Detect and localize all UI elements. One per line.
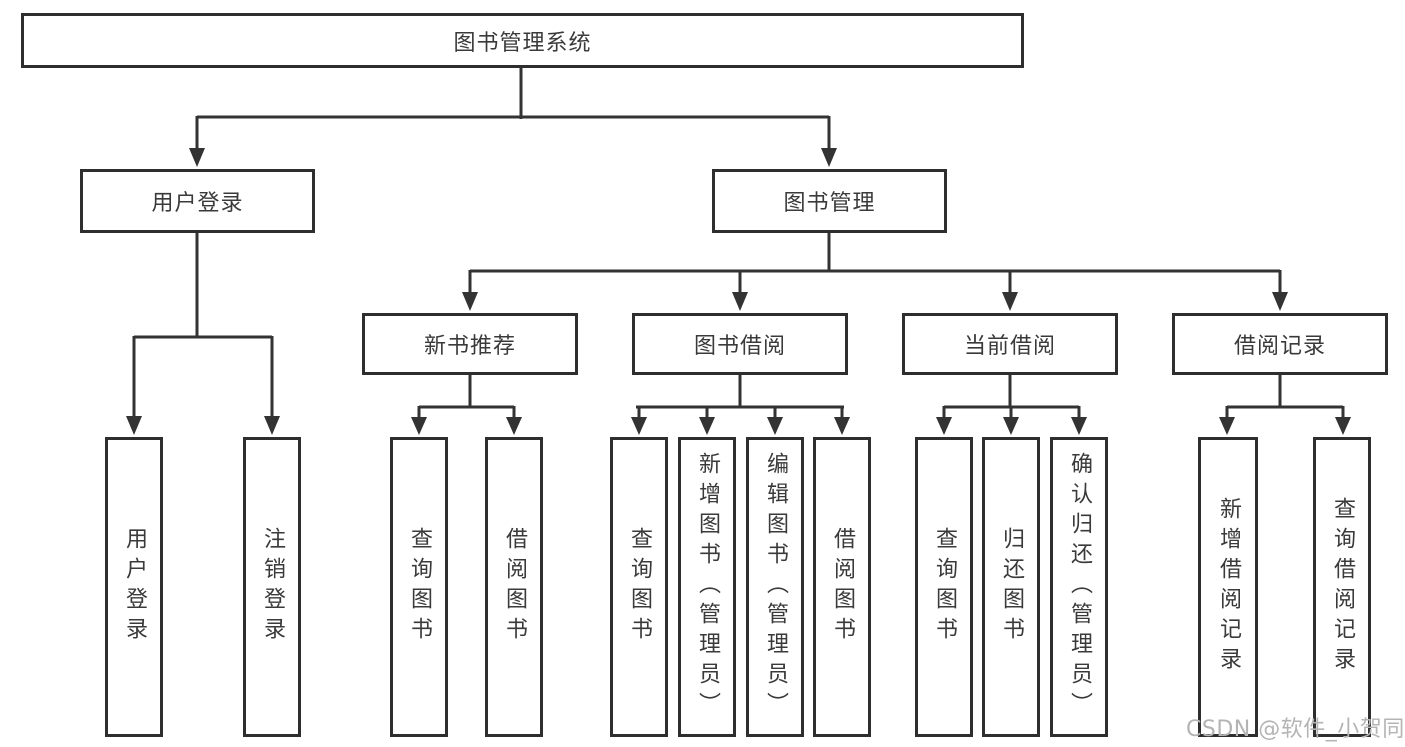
leaf-add-books-admin-label: 新增图书（管理员） bbox=[695, 452, 720, 722]
leaf-query-borrow-record: 查询借阅记录 bbox=[1313, 437, 1371, 737]
leaf-edit-books-admin: 编辑图书（管理员） bbox=[746, 437, 804, 737]
leaf-query-books-current-label: 查询图书 bbox=[932, 527, 957, 647]
connector-borrowrecords-to-leaves bbox=[1219, 375, 1351, 435]
connector-root-to-level2 bbox=[189, 68, 837, 167]
node-user-login: 用户登录 bbox=[80, 169, 315, 233]
leaf-add-borrow-record-label: 新增借阅记录 bbox=[1216, 497, 1241, 677]
leaf-logout-label: 注销登录 bbox=[260, 527, 285, 647]
leaf-return-books-label: 归还图书 bbox=[999, 527, 1024, 647]
leaf-borrow-books-borrow-label: 借阅图书 bbox=[830, 527, 855, 647]
leaf-query-borrow-record-label: 查询借阅记录 bbox=[1330, 497, 1355, 677]
node-library-system-label: 图书管理系统 bbox=[453, 30, 592, 56]
csdn-watermark: CSDN @软件_小贺同学 bbox=[1186, 717, 1405, 742]
leaf-query-books-borrow: 查询图书 bbox=[610, 437, 668, 737]
leaf-return-books: 归还图书 bbox=[982, 437, 1040, 737]
leaf-user-login: 用户登录 bbox=[105, 437, 163, 737]
node-book-borrow: 图书借阅 bbox=[632, 313, 848, 375]
node-book-management: 图书管理 bbox=[712, 169, 947, 233]
node-book-management-label: 图书管理 bbox=[783, 191, 876, 216]
node-library-system: 图书管理系统 bbox=[21, 13, 1024, 68]
leaf-confirm-return-admin-label: 确认归还（管理员） bbox=[1067, 452, 1092, 722]
leaf-user-login-label: 用户登录 bbox=[122, 527, 147, 647]
node-current-borrow-label: 当前借阅 bbox=[963, 334, 1056, 359]
leaf-edit-books-admin-label: 编辑图书（管理员） bbox=[763, 452, 788, 722]
leaf-add-borrow-record: 新增借阅记录 bbox=[1198, 437, 1258, 737]
node-book-borrow-label: 图书借阅 bbox=[693, 334, 786, 359]
node-current-borrow: 当前借阅 bbox=[902, 313, 1118, 375]
leaf-query-books-borrow-label: 查询图书 bbox=[627, 527, 652, 647]
leaf-borrow-books-recommend-label: 借阅图书 bbox=[502, 527, 527, 647]
node-user-login-label: 用户登录 bbox=[151, 191, 244, 216]
node-new-book-recommend: 新书推荐 bbox=[362, 313, 578, 375]
connector-userlogin-to-children bbox=[126, 233, 280, 435]
node-borrow-records-label: 借阅记录 bbox=[1233, 334, 1326, 359]
node-borrow-records: 借阅记录 bbox=[1172, 313, 1388, 375]
leaf-borrow-books-recommend: 借阅图书 bbox=[485, 437, 543, 737]
connector-recommend-to-leaves bbox=[411, 375, 522, 435]
connector-bookborrow-to-leaves bbox=[631, 375, 850, 435]
leaf-query-books-current: 查询图书 bbox=[915, 437, 973, 737]
leaf-logout: 注销登录 bbox=[243, 437, 301, 737]
node-new-book-recommend-label: 新书推荐 bbox=[423, 334, 516, 359]
connector-bookmgmt-to-level3 bbox=[462, 233, 1288, 311]
leaf-confirm-return-admin: 确认归还（管理员） bbox=[1050, 437, 1108, 737]
leaf-query-books-recommend-label: 查询图书 bbox=[407, 527, 432, 647]
connector-currentborrow-to-leaves bbox=[936, 375, 1087, 435]
leaf-add-books-admin: 新增图书（管理员） bbox=[678, 437, 736, 737]
leaf-query-books-recommend: 查询图书 bbox=[390, 437, 448, 737]
leaf-borrow-books-borrow: 借阅图书 bbox=[813, 437, 871, 737]
